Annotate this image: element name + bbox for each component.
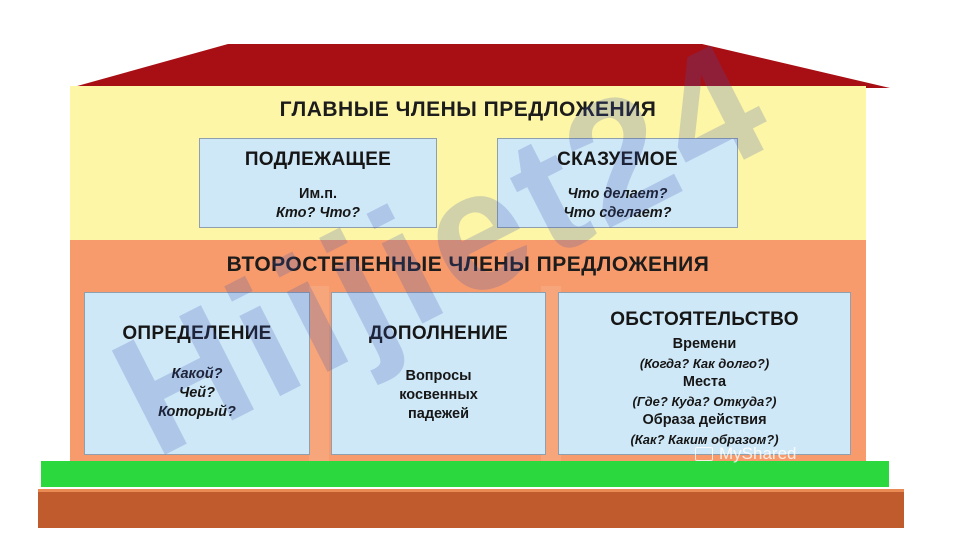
adverbial-place-questions: (Где? Куда? Откуда?): [632, 394, 777, 409]
pillar-right: [541, 286, 561, 462]
predicate-box: СКАЗУЕМОЕ Что делает? Что сделает?: [497, 138, 738, 228]
foundation: [38, 489, 904, 528]
adverbial-time-questions: (Когда? Как долго?): [639, 356, 770, 371]
predicate-question-1: Что делает?: [567, 186, 668, 202]
attribute-box: ОПРЕДЕЛЕНИЕ Какой? Чей? Который?: [84, 292, 310, 455]
object-line-3: падежей: [408, 406, 469, 422]
roof: [70, 44, 890, 88]
adverbial-place-label: Места: [682, 374, 727, 390]
brand-logo: MyShared: [695, 444, 796, 464]
object-line-1: Вопросы: [405, 368, 472, 384]
adverbial-title: ОБСТОЯТЕЛЬСТВО: [610, 309, 799, 330]
predicate-question-2: Что сделает?: [563, 205, 672, 221]
foundation-edge: [38, 489, 904, 492]
pillar-left: [309, 286, 329, 462]
brand-text: MyShared: [719, 444, 797, 463]
predicate-title: СКАЗУЕМОЕ: [557, 149, 678, 170]
attribute-question-3: Который?: [158, 404, 236, 420]
adverbial-manner-label: Образа действия: [642, 412, 767, 428]
adverbial-manner-questions: (Как? Каким образом?): [630, 432, 779, 447]
attribute-question-2: Чей?: [178, 385, 216, 401]
attribute-title: ОПРЕДЕЛЕНИЕ: [122, 323, 272, 344]
attribute-question-1: Какой?: [171, 366, 223, 382]
secondary-members-heading: ВТОРОСТЕПЕННЫЕ ЧЛЕНЫ ПРЕДЛОЖЕНИЯ: [226, 253, 710, 276]
subject-title: ПОДЛЕЖАЩЕЕ: [244, 149, 392, 170]
subject-case: Им.п.: [299, 186, 337, 202]
object-title: ДОПОЛНЕНИЕ: [368, 323, 509, 344]
adverbial-box: ОБСТОЯТЕЛЬСТВО Времени (Когда? Как долго…: [558, 292, 851, 455]
lawn: [41, 461, 889, 487]
presentation-icon: [695, 447, 713, 461]
subject-box: ПОДЛЕЖАЩЕЕ Им.п. Кто? Что?: [199, 138, 437, 228]
object-box: ДОПОЛНЕНИЕ Вопросы косвенных падежей: [331, 292, 546, 455]
object-line-2: косвенных: [399, 387, 478, 403]
subject-questions: Кто? Что?: [275, 205, 361, 221]
adverbial-time-label: Времени: [672, 336, 737, 352]
main-members-heading: ГЛАВНЫЕ ЧЛЕНЫ ПРЕДЛОЖЕНИЯ: [279, 98, 657, 121]
